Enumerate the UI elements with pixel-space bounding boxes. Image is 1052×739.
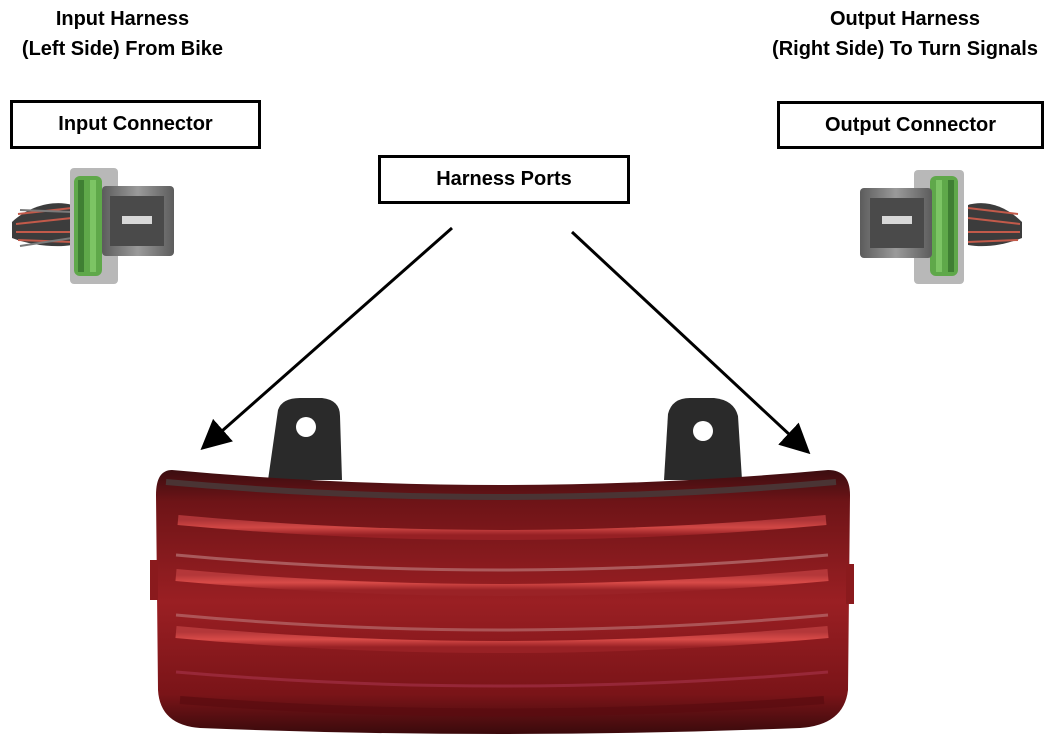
mounting-tab-right bbox=[664, 398, 742, 480]
tail-light-lens bbox=[150, 470, 854, 734]
arrow-to-right-port bbox=[570, 230, 811, 455]
output-harness-title: Output Harness bbox=[829, 8, 981, 30]
arrow-to-left-port bbox=[200, 226, 453, 450]
output-connector-image bbox=[860, 170, 1022, 284]
input-harness-subtitle: (Left Side) From Bike bbox=[21, 38, 224, 60]
output-harness-subtitle: (Right Side) To Turn Signals bbox=[772, 38, 1038, 60]
output-harness-heading: Output Harness (Right Side) To Turn Sign… bbox=[745, 4, 1052, 64]
harness-ports-label: Harness Ports bbox=[378, 155, 630, 204]
input-harness-heading: Input Harness (Left Side) From Bike bbox=[0, 4, 245, 64]
mounting-tab-left bbox=[268, 398, 342, 480]
input-connector-image bbox=[12, 168, 174, 284]
input-connector-label: Input Connector bbox=[10, 100, 261, 149]
input-harness-title: Input Harness bbox=[55, 8, 190, 30]
output-connector-label: Output Connector bbox=[777, 101, 1044, 149]
